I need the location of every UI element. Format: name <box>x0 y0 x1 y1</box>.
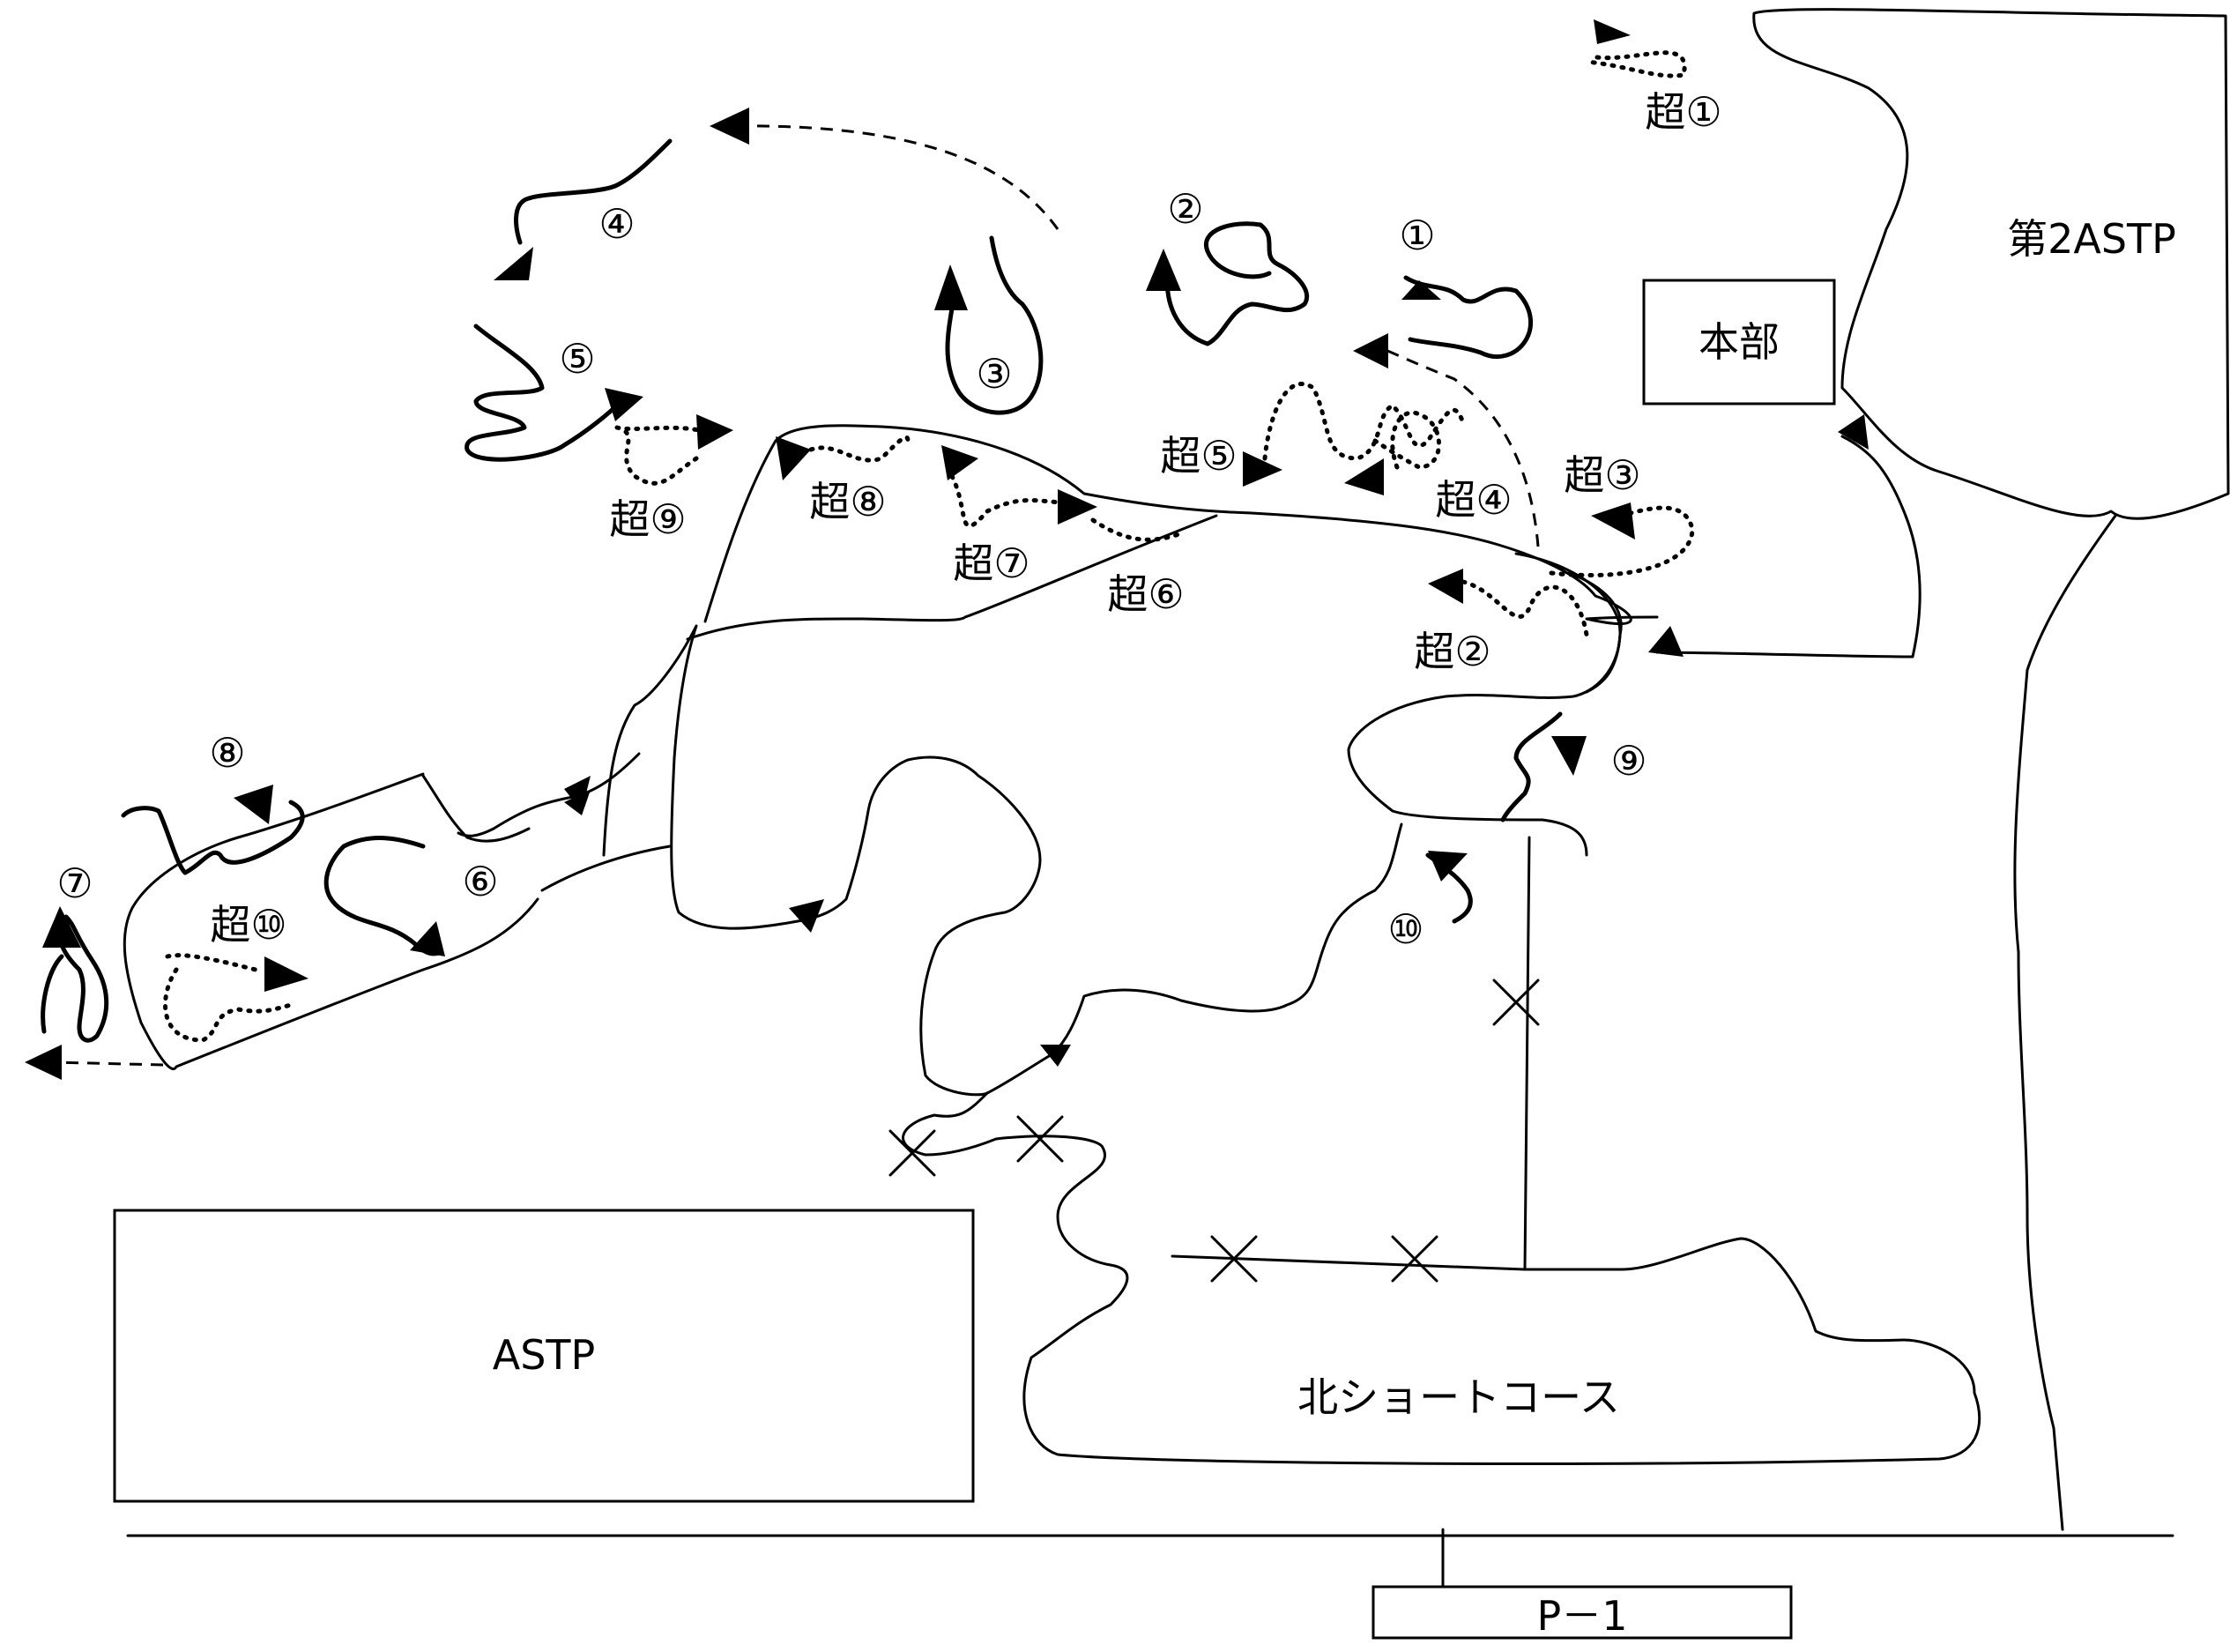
closed-mark-5 <box>1492 979 1540 1026</box>
closed-mark-2 <box>1016 1115 1064 1163</box>
bold-course-4 <box>514 138 673 245</box>
closed-mark-1 <box>888 1129 936 1177</box>
bold-course-3 <box>945 235 1044 415</box>
astp2-area <box>1752 8 2230 520</box>
closed-mark-4 <box>1391 1235 1438 1283</box>
east-boundary <box>2013 514 2117 1531</box>
course-label-7: ⑦ <box>56 859 93 907</box>
course-label-5: ⑤ <box>559 335 595 383</box>
dotted-super2 <box>1461 579 1589 637</box>
dotted-super10 <box>163 953 294 1043</box>
bold-course-2 <box>1164 221 1310 346</box>
super-label-8: 超⑧ <box>809 478 886 525</box>
dotted-super1 <box>1584 50 1687 78</box>
course-label-6: ⑥ <box>462 858 498 905</box>
trail-to-course6 <box>457 752 641 837</box>
super-label-6: 超⑥ <box>1107 570 1184 618</box>
closed-mark-3 <box>1210 1235 1258 1283</box>
dotted-super4 <box>1372 410 1441 470</box>
course-label-1: ① <box>1399 212 1435 259</box>
trail-vertical-9 <box>1523 836 1531 1271</box>
super-label-3: 超③ <box>1564 451 1640 499</box>
course-label-3: ③ <box>976 350 1012 398</box>
super-label-9: 超⑨ <box>609 495 686 543</box>
bold-course-9 <box>1500 711 1563 822</box>
sw-strip <box>123 772 539 1070</box>
dashed-route-4 <box>731 124 1059 230</box>
dotted-super9 <box>614 425 708 486</box>
course-label-8: ⑧ <box>209 729 245 777</box>
honbu-building <box>1642 279 1836 406</box>
bold-course-7 <box>41 914 109 1043</box>
dotted-super7 <box>949 473 1069 528</box>
trail-west-branch <box>602 624 799 930</box>
dotted-super3 <box>1549 505 1695 577</box>
dotted-super8 <box>808 435 911 463</box>
super-label-5: 超⑤ <box>1160 432 1237 480</box>
super-label-2: 超② <box>1414 628 1490 675</box>
trail-course6-strip <box>421 774 672 892</box>
course-label-4: ④ <box>598 200 635 248</box>
dashed-route-7 <box>52 1060 164 1067</box>
course-label-10: ⑩ <box>1387 905 1423 953</box>
trail-ridge-south <box>686 514 1218 641</box>
p1-parking <box>1371 1585 1793 1640</box>
north-short-course-area <box>902 1091 1981 1465</box>
bold-course-1 <box>1403 275 1534 360</box>
astp-label: ASTP <box>493 1331 596 1379</box>
bold-course-8 <box>121 800 305 875</box>
honbu-label: 本部 <box>1699 318 1780 366</box>
dotted-super6 <box>1090 517 1184 542</box>
trail-right-lobe <box>1347 552 1622 857</box>
astp-building <box>113 1209 975 1503</box>
p1-label: P－1 <box>1536 1592 1627 1640</box>
north-short-course-label: 北ショートコース <box>1297 1373 1620 1421</box>
super-label-7: 超⑦ <box>953 540 1030 587</box>
astp2-label: 第2ASTP <box>2007 215 2176 263</box>
trail-to-honbu <box>1655 435 1922 659</box>
super-label-1: 超① <box>1645 88 1721 136</box>
route-arrows <box>25 19 1869 1080</box>
bold-course-5 <box>465 324 624 462</box>
dashed-route-1 <box>1374 344 1540 547</box>
dotted-super5 <box>1262 382 1466 461</box>
super-label-10: 超⑩ <box>210 901 286 949</box>
course-label-2: ② <box>1167 185 1203 233</box>
course-label-9: ⑨ <box>1610 737 1646 785</box>
trail-south-loop <box>796 755 1042 1097</box>
super-label-4: 超④ <box>1435 476 1512 524</box>
